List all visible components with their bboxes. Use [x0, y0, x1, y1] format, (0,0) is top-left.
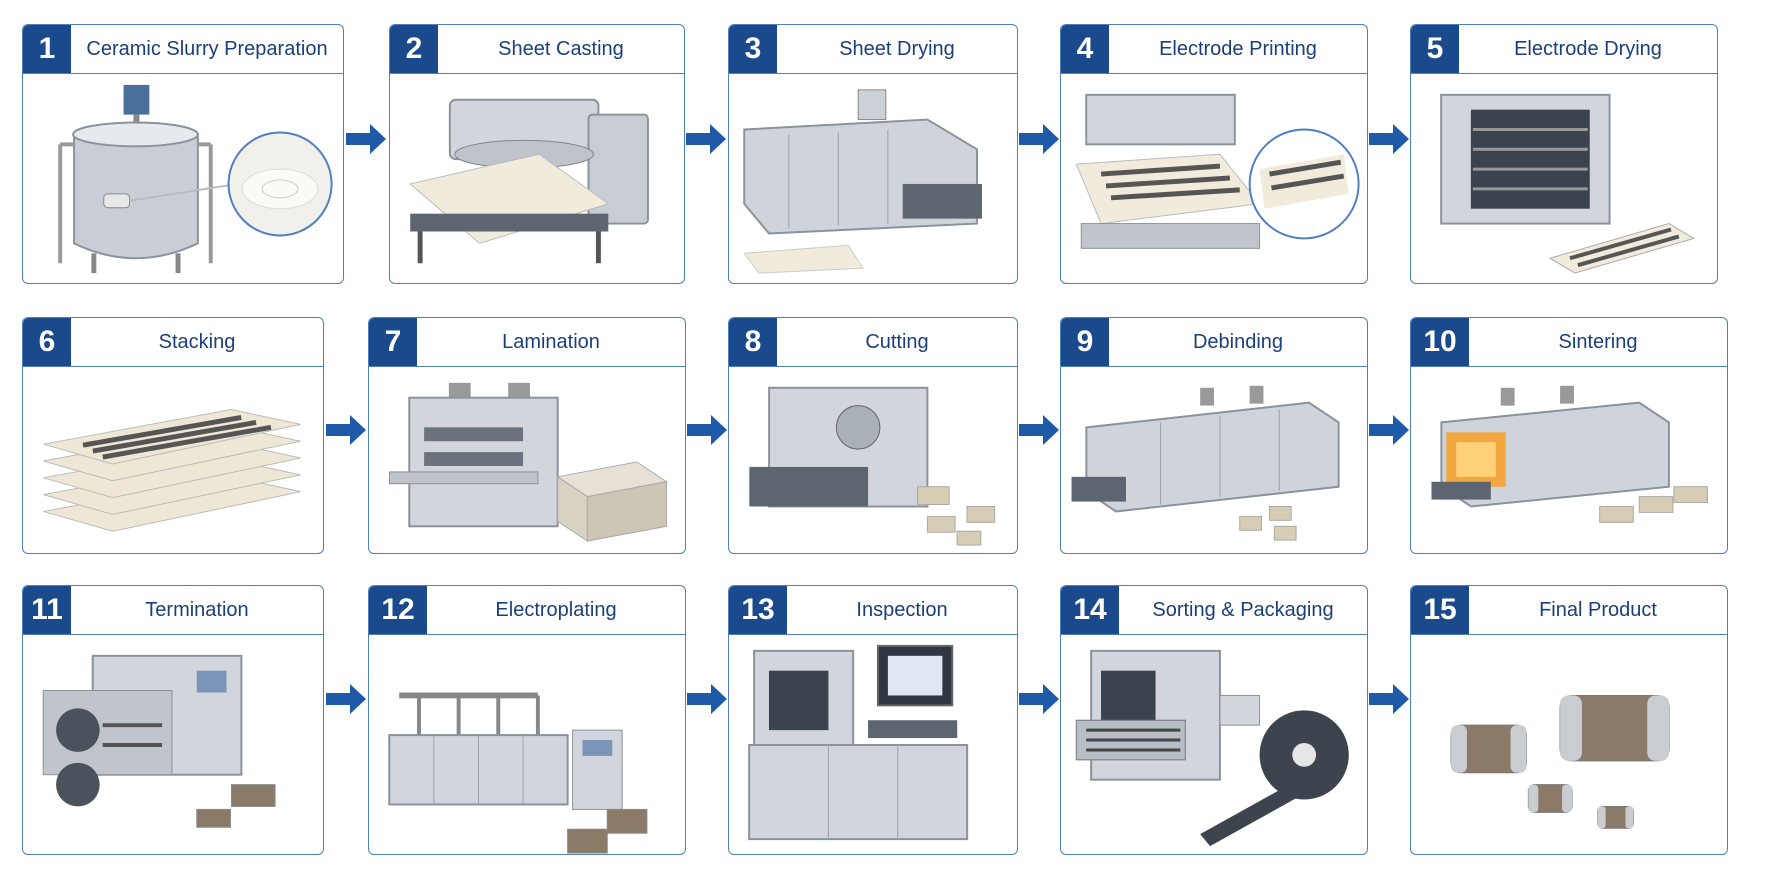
- step-title: Sorting & Packaging: [1152, 598, 1334, 621]
- flow-arrow-icon: [686, 124, 726, 154]
- step-header: 6 Stacking: [23, 318, 323, 367]
- step-number-badge: 12: [369, 586, 427, 634]
- step-15: 15 Final Product: [1410, 585, 1728, 855]
- step-header: 7 Lamination: [369, 318, 685, 367]
- tape-reel-packager-icon: [1061, 636, 1367, 854]
- step-number-badge: 10: [1411, 318, 1469, 366]
- mlcc-chip-icon: [1411, 636, 1727, 854]
- step-title: Cutting: [865, 330, 929, 353]
- step-header: 12 Electroplating: [369, 586, 685, 635]
- flow-arrow-icon: [1369, 684, 1409, 714]
- flow-arrow-icon: [1019, 415, 1059, 445]
- step-header: 4 Electrode Printing: [1061, 25, 1367, 74]
- step-header: 13 Inspection: [729, 586, 1017, 635]
- step-header: 1 Ceramic Slurry Preparation: [23, 25, 343, 74]
- step-title: Sintering: [1558, 330, 1638, 353]
- step-5: 5 Electrode Drying: [1410, 24, 1718, 284]
- step-title: Sheet Drying: [839, 37, 955, 60]
- step-number-badge: 9: [1061, 318, 1109, 366]
- step-title: Ceramic Slurry Preparation: [86, 37, 328, 60]
- step-11: 11 Termination: [22, 585, 324, 855]
- step-10: 10 Sintering: [1410, 317, 1728, 554]
- step-12: 12 Electroplating: [368, 585, 686, 855]
- inspection-station-icon: [729, 636, 1017, 854]
- step-header: 10 Sintering: [1411, 318, 1727, 367]
- step-header: 8 Cutting: [729, 318, 1017, 367]
- termination-machine-icon: [23, 636, 323, 854]
- step-title: Sheet Casting: [498, 37, 624, 60]
- step-1: 1 Ceramic Slurry Preparation: [22, 24, 344, 284]
- flow-arrow-icon: [1019, 124, 1059, 154]
- step-title: Debinding: [1192, 330, 1284, 353]
- plating-bath-icon: [369, 636, 685, 854]
- step-header: 11 Termination: [23, 586, 323, 635]
- step-number-badge: 5: [1411, 25, 1459, 73]
- mixing-tank-icon: [23, 75, 343, 283]
- sintering-kiln-icon: [1411, 368, 1727, 553]
- step-title: Stacking: [158, 330, 236, 353]
- laminating-press-icon: [369, 368, 685, 553]
- screen-printer-icon: [1061, 75, 1367, 283]
- step-number-badge: 3: [729, 25, 777, 73]
- step-8: 8 Cutting: [728, 317, 1018, 554]
- step-title: Electroplating: [495, 598, 617, 621]
- step-number-badge: 7: [369, 318, 417, 366]
- step-14: 14 Sorting & Packaging: [1060, 585, 1368, 855]
- debinding-furnace-icon: [1061, 368, 1367, 553]
- step-header: 15 Final Product: [1411, 586, 1727, 635]
- dicing-machine-icon: [729, 368, 1017, 553]
- stacked-sheets-icon: [23, 368, 323, 553]
- step-header: 14 Sorting & Packaging: [1061, 586, 1367, 635]
- step-title: Lamination: [502, 330, 600, 353]
- step-header: 5 Electrode Drying: [1411, 25, 1717, 74]
- drying-tunnel-icon: [729, 75, 1017, 283]
- step-number-badge: 15: [1411, 586, 1469, 634]
- drying-oven-icon: [1411, 75, 1717, 283]
- tape-caster-icon: [390, 75, 684, 283]
- flow-arrow-icon: [346, 124, 386, 154]
- step-4: 4 Electrode Printing: [1060, 24, 1368, 284]
- step-number-badge: 14: [1061, 586, 1119, 634]
- step-number-badge: 2: [390, 25, 438, 73]
- step-2: 2 Sheet Casting: [389, 24, 685, 284]
- flow-arrow-icon: [1369, 415, 1409, 445]
- step-7: 7 Lamination: [368, 317, 686, 554]
- flow-arrow-icon: [687, 684, 727, 714]
- step-number-badge: 4: [1061, 25, 1109, 73]
- step-title: Electrode Printing: [1159, 37, 1317, 60]
- step-title: Termination: [145, 598, 249, 621]
- step-13: 13 Inspection: [728, 585, 1018, 855]
- step-number-badge: 11: [23, 586, 71, 634]
- step-6: 6 Stacking: [22, 317, 324, 554]
- flow-arrow-icon: [326, 684, 366, 714]
- step-header: 3 Sheet Drying: [729, 25, 1017, 74]
- step-3: 3 Sheet Drying: [728, 24, 1018, 284]
- step-title: Inspection: [856, 598, 948, 621]
- step-title: Electrode Drying: [1514, 37, 1662, 60]
- step-header: 9 Debinding: [1061, 318, 1367, 367]
- step-number-badge: 13: [729, 586, 787, 634]
- flow-arrow-icon: [687, 415, 727, 445]
- flow-arrow-icon: [326, 415, 366, 445]
- flow-arrow-icon: [1019, 684, 1059, 714]
- step-number-badge: 6: [23, 318, 71, 366]
- step-9: 9 Debinding: [1060, 317, 1368, 554]
- step-number-badge: 1: [23, 25, 71, 73]
- flow-arrow-icon: [1369, 124, 1409, 154]
- step-number-badge: 8: [729, 318, 777, 366]
- step-header: 2 Sheet Casting: [390, 25, 684, 74]
- step-title: Final Product: [1539, 598, 1657, 621]
